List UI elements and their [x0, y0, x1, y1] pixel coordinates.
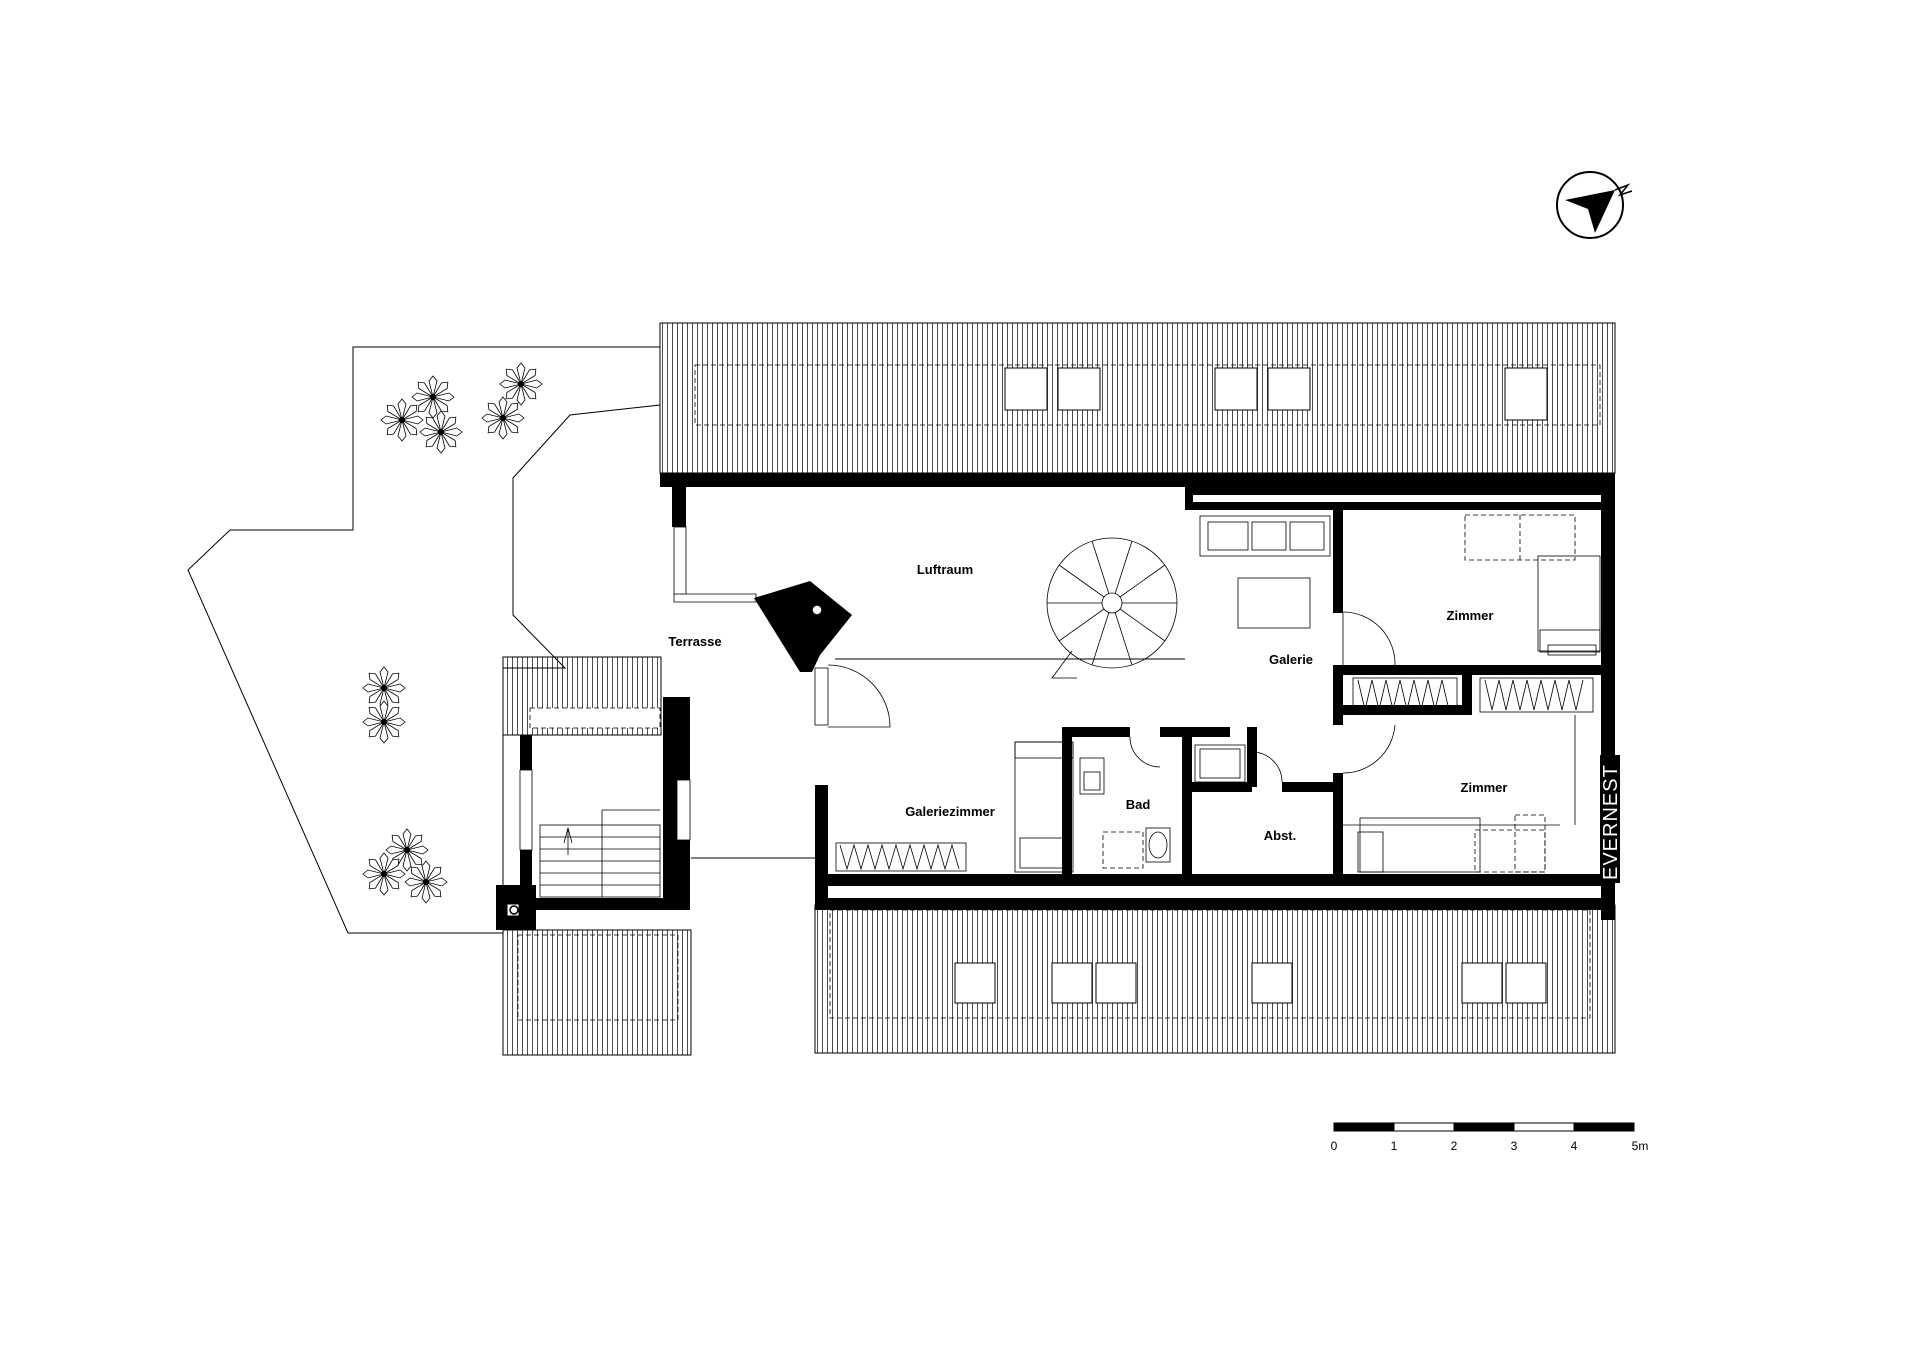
- room-label-zimmer-1: Zimmer: [1447, 608, 1494, 623]
- scale-label-0: 0: [1331, 1139, 1338, 1153]
- scale-label-2: 2: [1451, 1139, 1458, 1153]
- terrace-outline: [187, 346, 815, 934]
- stair-steps-west: [539, 809, 661, 898]
- roof-windows-south: [954, 962, 1547, 1004]
- brand-strip: EVERNEST: [1600, 755, 1622, 883]
- spiral-staircase: [1046, 537, 1178, 679]
- room-label-abst: Abst.: [1264, 828, 1297, 843]
- scale-label-1: 1: [1391, 1139, 1398, 1153]
- north-arrow-icon: [1556, 171, 1633, 239]
- walls: [660, 473, 1615, 920]
- doors: [827, 611, 1396, 783]
- room-label-bad: Bad: [1126, 797, 1151, 812]
- room-label-zimmer-2: Zimmer: [1461, 780, 1508, 795]
- plants: [362, 362, 543, 904]
- roof-north: [659, 322, 1616, 474]
- scale-label-5m: 5m: [1632, 1139, 1649, 1153]
- roof-stair-dormer: [502, 656, 662, 736]
- room-label-galeriezimmer: Galeriezimmer: [905, 804, 995, 819]
- stair-tower: [496, 697, 691, 930]
- brand-evernest: EVERNEST: [1600, 764, 1622, 880]
- scale-bar: 0 1 2 3 4 5m: [1331, 1122, 1649, 1153]
- room-label-galerie: Galerie: [1269, 652, 1313, 667]
- furniture: [835, 514, 1601, 873]
- roof-southwest: [502, 929, 692, 1056]
- roof-south: [814, 904, 1616, 1054]
- roof-windows-north: [1004, 367, 1548, 421]
- scale-label-3: 3: [1511, 1139, 1518, 1153]
- room-label-terrasse: Terrasse: [668, 634, 721, 649]
- room-labels: Luftraum Terrasse Galerie Zimmer Zimmer …: [668, 562, 1507, 843]
- scale-label-4: 4: [1571, 1139, 1578, 1153]
- room-label-luftraum: Luftraum: [917, 562, 973, 577]
